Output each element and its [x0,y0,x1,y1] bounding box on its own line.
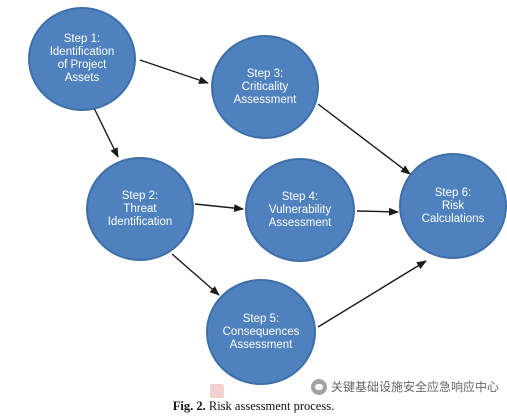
figure-caption: Fig. 2. Risk assessment process. [0,399,507,414]
arrow-step2-to-step5 [171,253,220,296]
step-1-node: Step 1: Identification of Project Assets [28,7,136,111]
wechat-icon [310,378,327,395]
step-6-node: Step 6: Risk Calculations [399,153,507,259]
step-3-label: Step 3: Criticality Assessment [233,67,297,106]
step-3-node: Step 3: Criticality Assessment [211,35,319,139]
step-5-node: Step 5: Consequences Assessment [206,279,316,385]
step-4-node: Step 4: Vulnerability Assessment [245,158,355,262]
step-2-label: Step 2: Threat Identification [107,189,173,228]
step-5-label: Step 5: Consequences Assessment [222,312,300,351]
watermark-text: 关键基础设施安全应急响应中心 [330,380,499,394]
arrow-step1-to-step3 [139,59,209,84]
arrow-step1-to-step2 [93,107,119,158]
figure-number: Fig. 2. [172,399,206,413]
arrow-step4-to-step6 [356,207,399,216]
watermark: 关键基础设施安全应急响应中心 [310,378,499,395]
watermark-mark [210,384,224,398]
figure-caption-text: Risk assessment process. [208,399,335,413]
arrow-step2-to-step4 [194,203,244,213]
step-1-label: Step 1: Identification of Project Assets [49,33,115,84]
step-4-label: Step 4: Vulnerability Assessment [268,190,332,229]
step-6-label: Step 6: Risk Calculations [421,186,485,225]
arrow-step3-to-step6 [317,103,411,175]
arrow-step5-to-step6 [317,260,427,328]
step-2-node: Step 2: Threat Identification [86,157,194,261]
